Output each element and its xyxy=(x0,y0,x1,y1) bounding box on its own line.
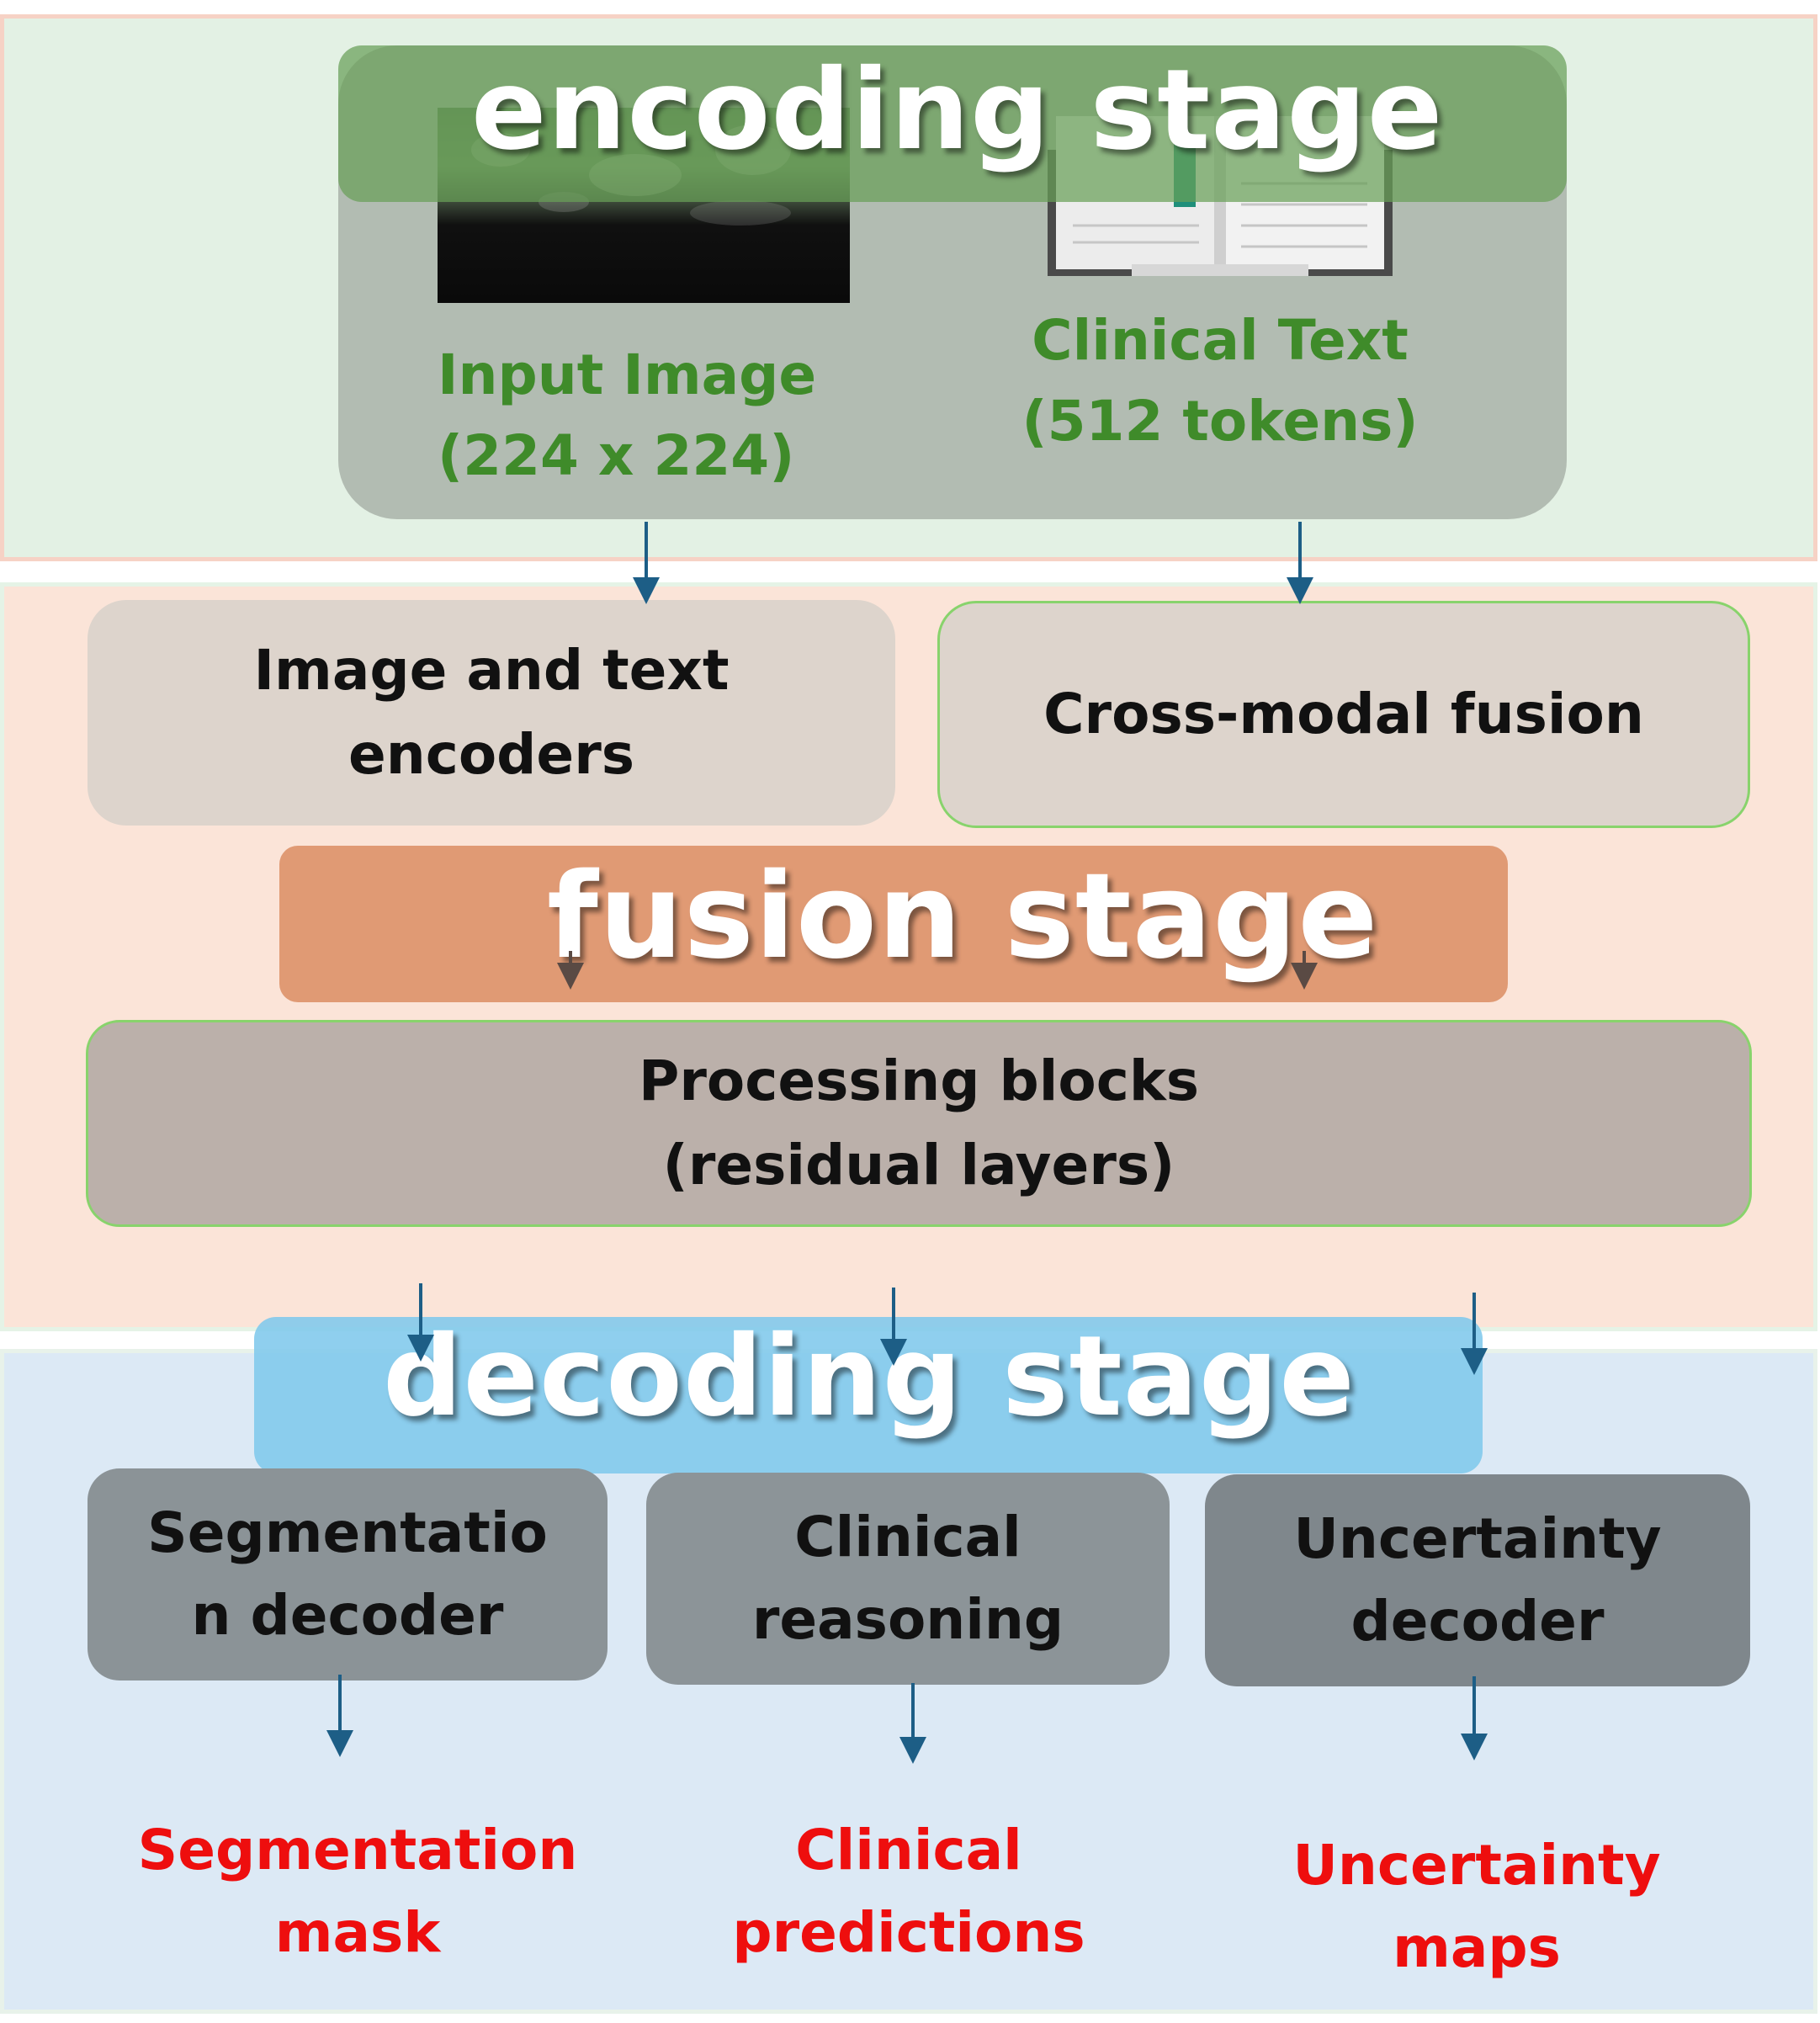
clin-output-line1: Clinical xyxy=(795,1818,1022,1882)
clin-reason-line1: Clinical xyxy=(794,1505,1021,1569)
encoding-stage-banner xyxy=(338,45,1567,202)
processing-line1: Processing blocks xyxy=(638,1049,1200,1113)
fusion-stage-title: fusion stage xyxy=(547,848,1379,985)
unc-output-line1: Uncertainty xyxy=(1292,1833,1661,1898)
decoding-stage-title: decoding stage xyxy=(383,1312,1356,1442)
unc-decoder-line2: decoder xyxy=(1350,1589,1605,1654)
clinical-predictions-output: Clinical predictions xyxy=(673,1809,1144,1974)
seg-output-line1: Segmentation xyxy=(137,1818,578,1882)
encoding-stage-title: encoding stage xyxy=(471,45,1444,175)
decoding-stage-banner xyxy=(254,1317,1483,1473)
clinical-text-label: Clinical Text (512 tokens) xyxy=(1018,300,1422,462)
clinical-text-label-line1: Clinical Text xyxy=(1032,308,1409,373)
input-image-label: Input Image (224 x 224) xyxy=(438,335,858,496)
processing-line2: (residual layers) xyxy=(662,1133,1175,1197)
uncertainty-maps-output: Uncertainty maps xyxy=(1237,1824,1717,1989)
unc-decoder-line1: Uncertainty xyxy=(1293,1506,1662,1571)
fusion-line1: Cross-modal fusion xyxy=(1043,682,1644,746)
cross-modal-fusion-box: Cross-modal fusion xyxy=(937,601,1750,828)
image-text-encoders-box: Image and text encoders xyxy=(88,600,895,826)
clinical-text-label-line2: (512 tokens) xyxy=(1021,389,1419,454)
segmentation-decoder-box: Segmentatio n decoder xyxy=(88,1468,608,1681)
clin-reason-line2: reasoning xyxy=(751,1587,1064,1652)
unc-output-line2: maps xyxy=(1393,1915,1561,1980)
encoders-line1: Image and text xyxy=(253,638,730,703)
encoders-line2: encoders xyxy=(348,722,635,787)
seg-decoder-line2: n decoder xyxy=(191,1583,504,1648)
input-image-label-line1: Input Image xyxy=(438,342,817,407)
seg-decoder-line1: Segmentatio xyxy=(147,1500,548,1565)
processing-blocks-box: Processing blocks (residual layers) xyxy=(86,1020,1752,1227)
input-image-label-line2: (224 x 224) xyxy=(438,423,795,488)
clinical-reasoning-box: Clinical reasoning xyxy=(646,1473,1170,1685)
clin-output-line2: predictions xyxy=(732,1900,1085,1965)
seg-output-line2: mask xyxy=(274,1900,441,1965)
uncertainty-decoder-box: Uncertainty decoder xyxy=(1205,1474,1750,1686)
segmentation-mask-output: Segmentation mask xyxy=(109,1809,606,1974)
